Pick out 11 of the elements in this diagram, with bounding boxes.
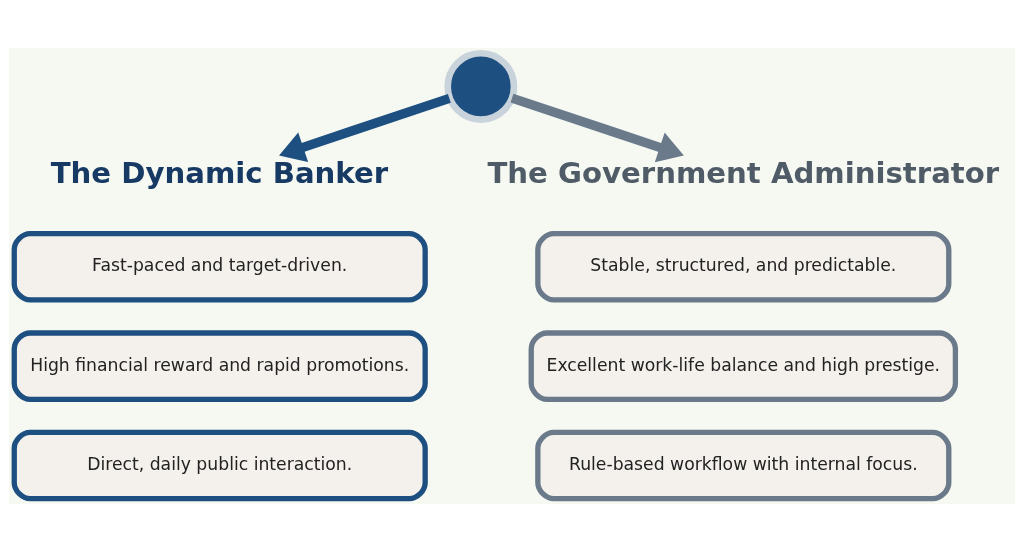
node-box: Excellent work-life balance and high prestige.: [528, 330, 959, 402]
node-text: The Dynamic Banker: [50, 155, 389, 190]
node-text: The Government Administrator: [487, 155, 1000, 190]
node-box: High financial reward and rapid promotions.: [11, 330, 428, 402]
node-box: Fast-paced and target-driven.: [11, 230, 428, 303]
node-circle: [444, 50, 518, 123]
node-box: Stable, structured, and predictable.: [535, 230, 952, 303]
arrow: [279, 93, 451, 163]
node-box: Rule-based workflow with internal focus.: [535, 429, 952, 502]
node-box: Direct, daily public interaction.: [11, 429, 428, 502]
arrow: [510, 93, 684, 163]
